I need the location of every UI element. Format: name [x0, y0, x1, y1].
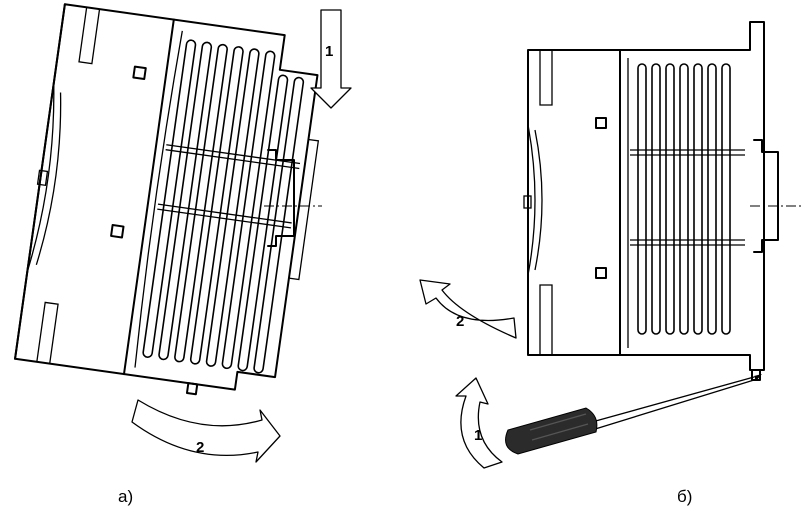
- din-rail-icon: [753, 139, 779, 253]
- step-label: 2: [456, 313, 464, 330]
- panel-a-device: [14, 3, 320, 396]
- down-arrow-icon: [310, 9, 352, 109]
- latch-icon: [595, 117, 607, 129]
- panel-b: 2 1 б): [419, 21, 802, 506]
- panel-caption: а): [118, 487, 133, 506]
- vent-slots: [142, 39, 305, 374]
- panel-caption: б): [677, 487, 692, 506]
- step-label: 2: [196, 439, 204, 456]
- step-label: 1: [474, 427, 482, 444]
- step-label: 1: [325, 43, 333, 60]
- panel-a: 1 2 а): [14, 3, 352, 506]
- curved-arrow-icon: [131, 399, 281, 463]
- vent-slots: [630, 63, 745, 335]
- screwdriver-icon: [505, 374, 762, 455]
- curved-arrow-icon: [455, 377, 503, 469]
- latch-icon: [132, 65, 147, 81]
- latch-icon: [110, 224, 125, 239]
- curved-arrow-icon: [419, 279, 517, 339]
- latch-icon: [595, 267, 607, 279]
- panel-b-device: [523, 21, 765, 381]
- din-rail-icon: [267, 149, 295, 247]
